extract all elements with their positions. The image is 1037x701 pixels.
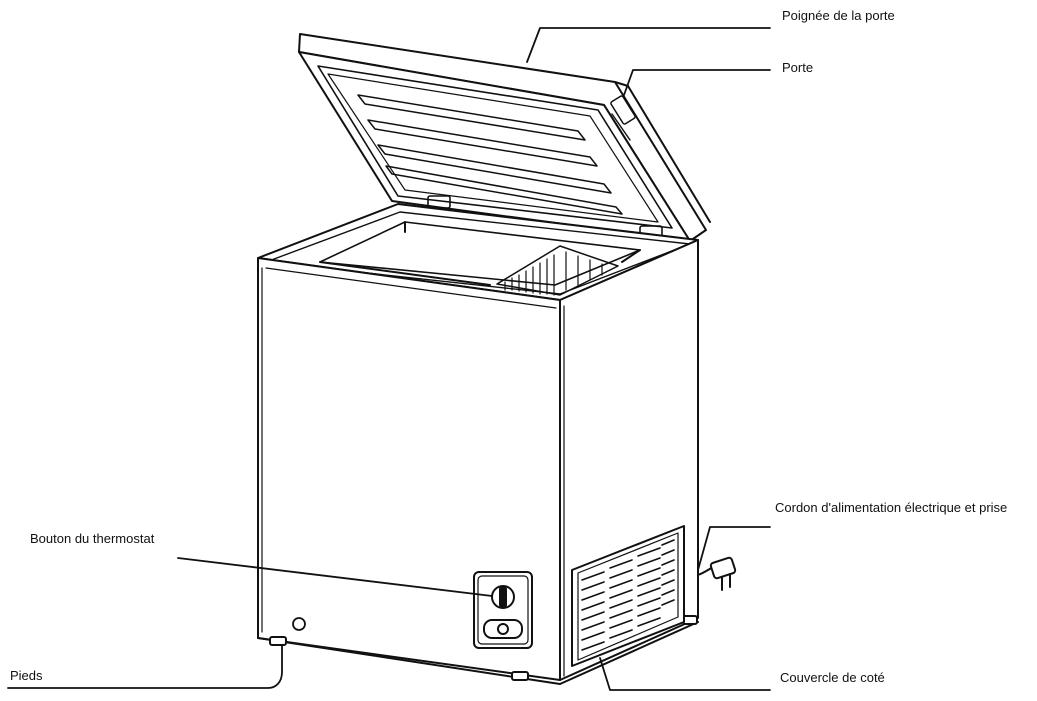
front-screw [292,617,306,631]
side-cover-leader [599,657,771,691]
power-cord-leader [697,526,771,571]
callout-lines [7,27,771,691]
label-power-cord: Cordon d'alimentation électrique et pris… [775,500,1008,515]
label-feet: Pieds [10,668,43,683]
door-leader [623,69,771,96]
side-vent-cover [571,525,685,667]
handle-leader [526,27,771,63]
label-side-cover: Couvercle de coté [780,670,885,685]
lid [298,33,711,242]
label-thermostat: Bouton du thermostat [30,531,155,546]
label-door: Porte [782,60,814,75]
thermostat-leader [177,557,493,597]
power-cord-plug [697,556,737,591]
cabinet-top [257,203,699,301]
feet-leader [7,644,283,689]
label-handle: Poignée de la porte [782,8,895,23]
thermostat-panel [473,571,533,649]
feet [269,615,698,681]
